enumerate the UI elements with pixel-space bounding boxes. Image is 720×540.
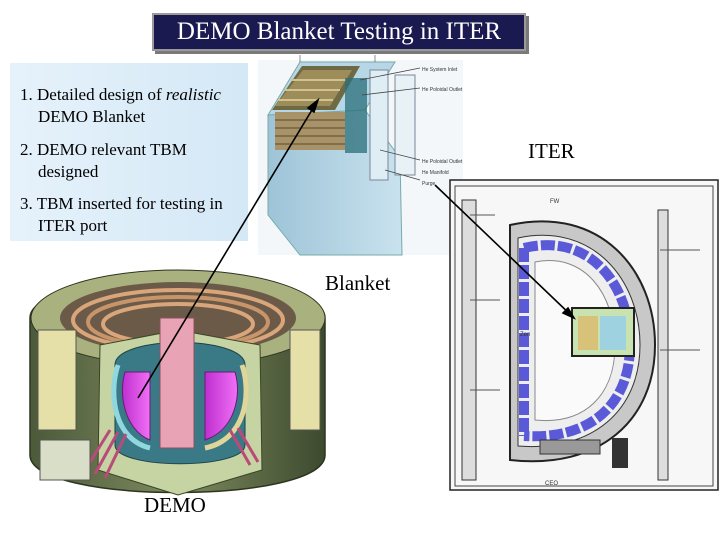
connector-arrows xyxy=(137,97,577,399)
bullet-1-emphasis: realistic xyxy=(165,85,221,104)
bullet-2-line2: designed xyxy=(38,162,99,181)
blanket-label-5: Purge xyxy=(422,181,436,187)
demo-label: DEMO xyxy=(144,493,206,517)
bullet-3-text: 3. TBM inserted for testing in xyxy=(20,194,223,213)
iter-cross-section-diagram: FW CEO Zen xyxy=(449,179,719,491)
arrow-head-iter xyxy=(561,306,577,320)
iter-label: ITER xyxy=(528,139,575,163)
bullet-1-text: 1. Detailed design of xyxy=(20,85,166,104)
iter-label-fw: FW xyxy=(550,199,560,205)
blanket-label-3: He Poloidal Outlet xyxy=(422,159,463,165)
bullet-3: 3. TBM inserted for testing in ITER port xyxy=(20,193,223,237)
arrow-blanket-to-iter xyxy=(434,184,575,319)
bullet-2-text: 2. DEMO relevant TBM xyxy=(20,140,187,159)
bullet-2: 2. DEMO relevant TBM designed xyxy=(20,139,187,183)
iter-label-zen: Zen xyxy=(520,332,530,338)
blanket-module-diagram: He System Inlet He Poloidal Outlet He Po… xyxy=(258,55,463,256)
slide-title-box: DEMO Blanket Testing in ITER xyxy=(152,13,526,51)
blanket-label: Blanket xyxy=(325,271,391,295)
iter-label-ceo: CEO xyxy=(545,481,558,487)
blanket-label-2: He Poloidal Outlet xyxy=(422,87,463,93)
slide-title: DEMO Blanket Testing in ITER xyxy=(176,18,502,45)
bullet-1: 1. Detailed design of realistic DEMO Bla… xyxy=(20,84,221,128)
blanket-label-4: He Manifold xyxy=(422,170,449,176)
demo-tokamak-diagram xyxy=(29,269,326,496)
arrow-head-blanket xyxy=(306,97,320,114)
blanket-label-1: He System Inlet xyxy=(422,67,458,73)
bullet-3-line2: ITER port xyxy=(38,216,108,235)
bullet-1-line2: DEMO Blanket xyxy=(38,107,146,126)
bullet-panel xyxy=(10,63,248,241)
arrow-demo-to-blanket xyxy=(137,99,319,399)
